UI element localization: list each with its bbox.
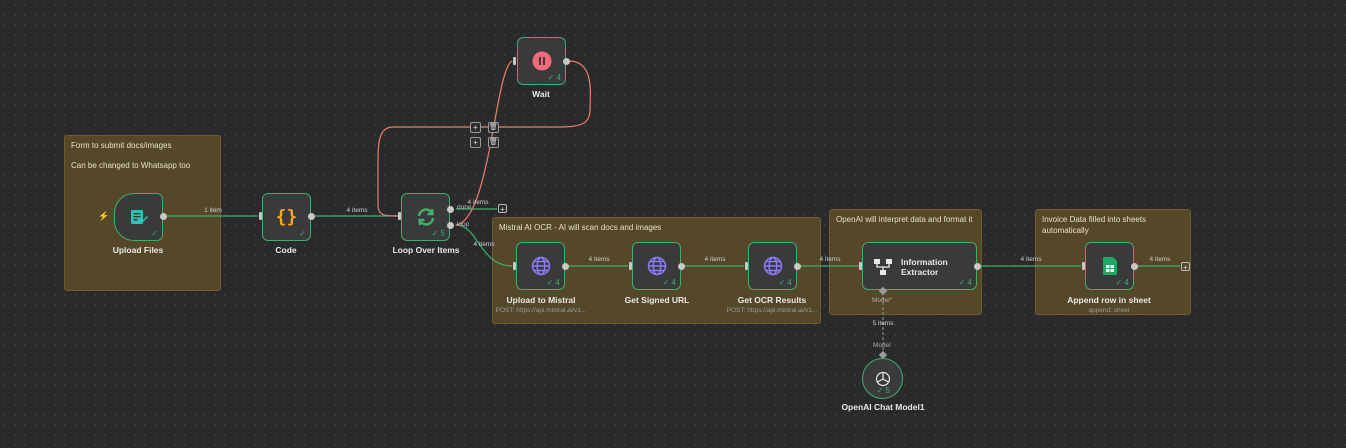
code-output-port[interactable] (308, 213, 315, 220)
append-row-node[interactable]: ✓ 4 (1085, 242, 1134, 290)
upload-mistral-input-port[interactable] (513, 262, 516, 270)
loop-loop-port[interactable] (447, 222, 454, 229)
delete-connection-icon[interactable]: 🗑 (488, 137, 499, 148)
success-check-icon: ✓ 4 (778, 278, 792, 287)
loop-loop-label: loop (457, 221, 470, 228)
upload-files-label: Upload Files (112, 245, 164, 255)
edge-label-extractor-append: 4 items (1020, 256, 1042, 263)
sticky-form-line2: Can be changed to Whatsapp too (71, 160, 191, 170)
openai-chat-model-node[interactable]: ✓ 5 (862, 358, 903, 399)
wire-loop-mistral (455, 224, 513, 267)
wait-label: Wait (532, 89, 550, 99)
code-node[interactable]: {} ✓ (262, 193, 311, 241)
openai-model-label: Model (873, 342, 891, 349)
google-sheets-icon (1102, 256, 1118, 276)
edge-label-loop: 4 items (473, 241, 495, 248)
insert-node-button[interactable]: + (470, 137, 481, 148)
edge-label-code-loop: 4 items (346, 207, 368, 214)
upload-mistral-output-port[interactable] (562, 263, 569, 270)
ocr-results-label: Get OCR Results (737, 295, 807, 305)
loop-done-label: done (457, 204, 472, 211)
loop-over-items-node[interactable]: ✓ 5 (401, 193, 450, 241)
loop-input-port[interactable] (398, 212, 401, 220)
success-check-icon: ✓ 4 (547, 73, 561, 82)
branch-tree-icon (873, 257, 893, 282)
form-icon (129, 207, 149, 227)
upload-files-node[interactable]: ✓ (114, 193, 163, 241)
ocr-results-input-port[interactable] (745, 262, 748, 270)
edge-label-model: 5 items (872, 320, 894, 327)
sticky-invoice-text: Invoice Data filled into sheets automati… (1042, 215, 1147, 235)
append-row-label: Append row in sheet (1067, 295, 1151, 305)
globe-icon (531, 256, 551, 276)
get-ocr-results-node[interactable]: ✓ 4 (748, 242, 797, 290)
extractor-input-port[interactable] (859, 262, 862, 270)
edge-label-append-end: 4 items (1149, 256, 1171, 263)
ocr-results-subtitle: POST: https://api.mistral.ai/v1... (726, 307, 818, 314)
pause-icon (532, 51, 552, 71)
signed-url-input-port[interactable] (629, 262, 632, 270)
globe-icon (647, 256, 667, 276)
delete-connection-icon[interactable]: 🗑 (488, 122, 499, 133)
edge-label-upload-code: 1 item (204, 207, 222, 214)
add-after-append-button[interactable]: + (1181, 262, 1190, 272)
success-check-icon: ✓ 5 (876, 386, 890, 395)
success-check-icon: ✓ 4 (662, 278, 676, 287)
wait-output-port[interactable] (563, 58, 570, 65)
sticky-ocr-text: Mistral AI OCR - AI will scan docs and i… (499, 223, 662, 232)
signed-url-output-port[interactable] (678, 263, 685, 270)
sticky-openai-text: OpenAI will interpret data and format it (836, 215, 973, 224)
append-input-port[interactable] (1082, 262, 1085, 270)
code-braces-icon: {} (275, 206, 298, 228)
edge-label-ocr-extractor: 4 items (819, 256, 841, 263)
loop-refresh-icon (415, 206, 437, 228)
success-check-icon: ✓ 4 (546, 278, 560, 287)
edge-label-signed-ocr: 4 items (704, 256, 726, 263)
sticky-form-line1: Form to submit docs/images (71, 141, 172, 150)
append-output-port[interactable] (1131, 263, 1138, 270)
extractor-output-port[interactable] (974, 263, 981, 270)
upload-mistral-subtitle: POST: https://api.mistral.ai/v1... (495, 307, 587, 314)
globe-icon (763, 256, 783, 276)
loop-done-port[interactable] (447, 206, 454, 213)
openai-chat-label: OpenAI Chat Model1 (841, 402, 925, 412)
success-check-icon: ✓ (151, 229, 158, 238)
code-label: Code (275, 245, 297, 255)
upload-to-mistral-node[interactable]: ✓ 4 (516, 242, 565, 290)
extractor-model-label: Model* (872, 297, 893, 304)
wait-node[interactable]: ✓ 4 (517, 37, 566, 85)
ocr-results-output-port[interactable] (794, 263, 801, 270)
success-check-icon: ✓ (299, 229, 306, 238)
edge-label-mistral-signed: 4 items (588, 256, 610, 263)
add-after-done-button[interactable]: + (498, 204, 507, 214)
success-check-icon: ✓ 4 (1115, 278, 1129, 287)
upload-files-output-port[interactable] (160, 213, 167, 220)
upload-mistral-label: Upload to Mistral (506, 295, 576, 305)
openai-logo-icon (875, 371, 891, 387)
signed-url-label: Get Signed URL (624, 295, 690, 305)
trigger-bolt-icon: ⚡ (98, 211, 110, 221)
edge-label-done: 4 items (467, 199, 489, 206)
wait-input-port[interactable] (513, 57, 516, 65)
code-input-port[interactable] (259, 212, 262, 220)
get-signed-url-node[interactable]: ✓ 4 (632, 242, 681, 290)
success-check-icon: ✓ 5 (431, 229, 445, 238)
append-row-subtitle: append: sheet (1088, 307, 1130, 314)
insert-node-button[interactable]: + (470, 122, 481, 133)
success-check-icon: ✓ 4 (958, 278, 972, 287)
loop-label: Loop Over Items (392, 245, 460, 255)
